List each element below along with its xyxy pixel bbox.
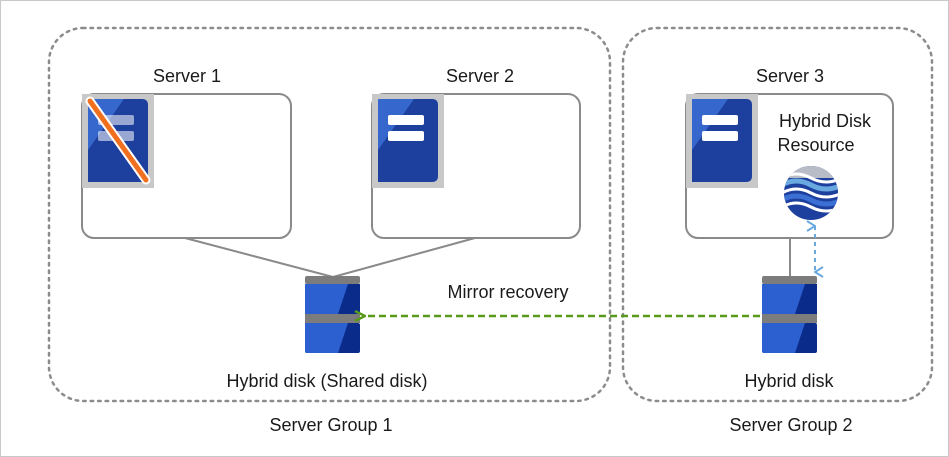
hybrid-disk-icon [762,276,817,353]
hybrid-disk-label: Hybrid disk [744,371,834,391]
server1-disk-connector [184,237,334,278]
server2-disk-connector [332,237,476,278]
server-group-2-box [621,26,934,403]
hybrid-disk-resource-label-line1: Hybrid Disk [779,111,872,131]
hybrid-disk-resource-icon [784,166,838,220]
server-1-label: Server 1 [153,66,221,86]
server-3-label: Server 3 [756,66,824,86]
server-2-icon [378,99,438,182]
server-2-label: Server 2 [446,66,514,86]
server-1-failure-mark [87,98,149,183]
server-3-icon [692,99,752,182]
server-group-1-box [47,26,612,403]
mirror-recovery-label: Mirror recovery [447,282,568,302]
server-group-2-label: Server Group 2 [729,415,852,435]
shared-disk-label: Hybrid disk (Shared disk) [226,371,427,391]
hybrid-disk-resource-label-line2: Resource [777,135,854,155]
server-group-1-label: Server Group 1 [269,415,392,435]
server-2: Server 2 [371,66,581,239]
shared-hybrid-disk-icon [305,276,360,353]
server-3: Server 3 Hybrid Disk Resource [685,66,894,239]
server-1: Server 1 [81,66,292,239]
